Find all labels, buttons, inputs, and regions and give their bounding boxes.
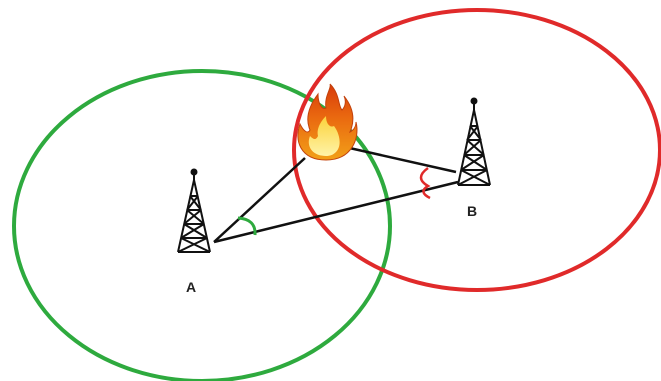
baseline-a-to-b (213, 180, 459, 244)
fire-icon (297, 83, 358, 161)
angle-mark-a (237, 216, 257, 236)
tower-a-label: A (186, 279, 196, 295)
range-circle-a (12, 69, 392, 381)
sight-line-b-to-fire (344, 145, 457, 174)
sight-line-a-to-fire (213, 157, 306, 243)
tower-b-label: B (467, 203, 477, 219)
angle-mark-b (419, 166, 431, 200)
radio-tower-icon (177, 168, 211, 253)
range-circle-b (292, 8, 661, 292)
radio-tower-icon (457, 97, 491, 186)
